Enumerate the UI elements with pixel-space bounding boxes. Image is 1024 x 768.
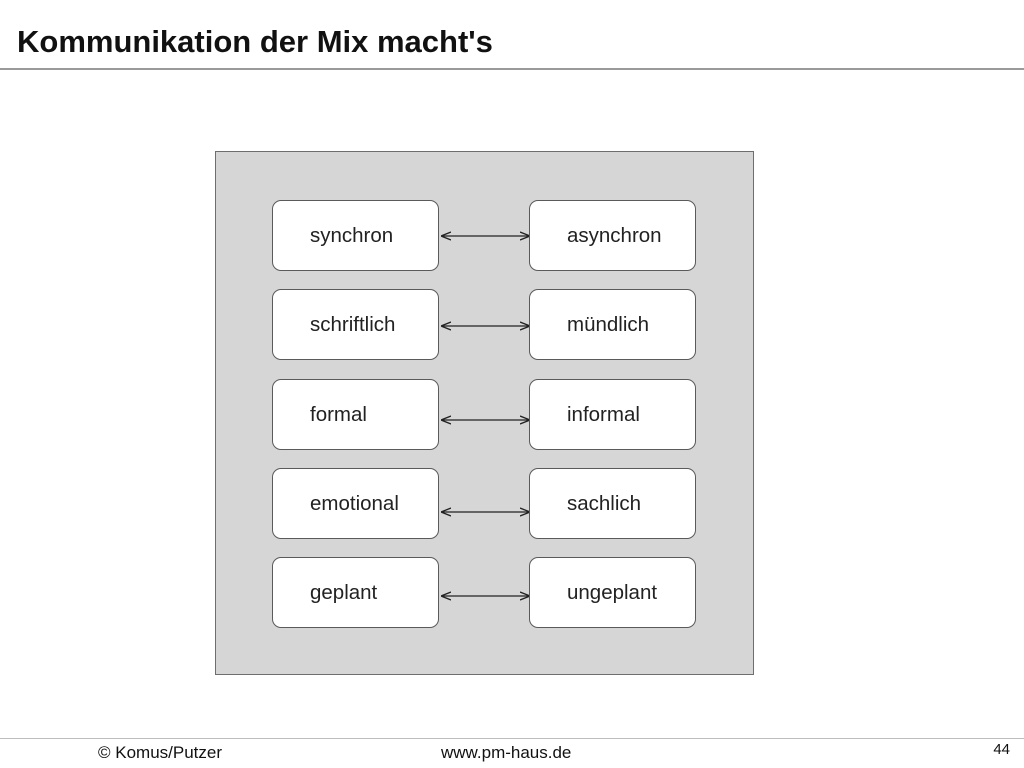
diagram-panel: synchron asynchron schriftlich mündlich …: [215, 151, 754, 675]
page-title: Kommunikation der Mix macht's: [17, 24, 493, 59]
box-synchron: synchron: [272, 200, 439, 271]
arrow-layer: [216, 152, 753, 674]
box-formal: formal: [272, 379, 439, 450]
box-emotional: emotional: [272, 468, 439, 539]
footer-url: www.pm-haus.de: [441, 743, 572, 762]
box-geplant: geplant: [272, 557, 439, 628]
box-muendlich: mündlich: [529, 289, 696, 360]
box-asynchron: asynchron: [529, 200, 696, 271]
title-divider: [0, 68, 1024, 70]
box-schriftlich: schriftlich: [272, 289, 439, 360]
box-ungeplant: ungeplant: [529, 557, 696, 628]
footer-copyright: © Komus/Putzer: [98, 743, 223, 762]
box-informal: informal: [529, 379, 696, 450]
box-sachlich: sachlich: [529, 468, 696, 539]
page-number: 44: [993, 741, 1010, 758]
footer-divider: [0, 738, 1024, 739]
